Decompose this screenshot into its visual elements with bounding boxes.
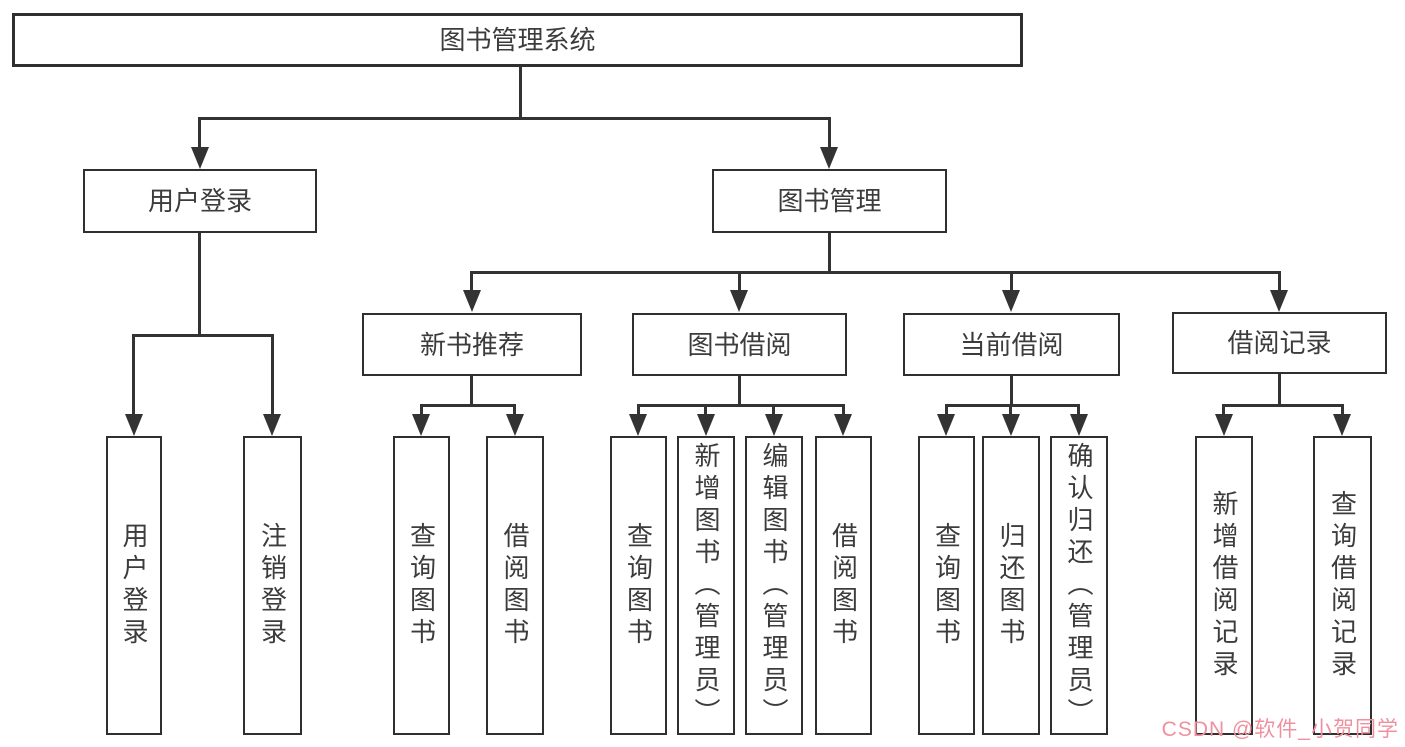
node-label: 新书推荐 bbox=[419, 329, 524, 360]
connector-line bbox=[945, 404, 1080, 407]
node-borrow-record: 借阅记录 bbox=[1172, 312, 1387, 374]
leaf-query-borrow-record: 查询借阅记录 bbox=[1313, 436, 1372, 735]
watermark: CSDN @软件_小贺同学 bbox=[1161, 718, 1399, 741]
connector-line bbox=[945, 406, 948, 418]
connector-line bbox=[772, 406, 775, 418]
node-label: 新增图书（管理员） bbox=[691, 441, 721, 730]
arrow-down-icon bbox=[506, 414, 524, 436]
connector-line bbox=[198, 117, 831, 120]
leaf-user-login: 用户登录 bbox=[106, 436, 162, 735]
node-label: 注销登录 bbox=[257, 521, 288, 650]
leaf-edit-book-admin: 编辑图书（管理员） bbox=[745, 436, 803, 735]
node-label: 编辑图书（管理员） bbox=[759, 441, 789, 730]
connector-line bbox=[513, 406, 516, 418]
node-label: 归还图书 bbox=[996, 521, 1026, 650]
connector-line bbox=[198, 119, 201, 151]
connector-line bbox=[271, 335, 274, 418]
node-label: 借阅图书 bbox=[828, 521, 859, 650]
arrow-down-icon bbox=[1270, 290, 1288, 312]
node-label: 新增借阅记录 bbox=[1209, 489, 1239, 682]
arrow-down-icon bbox=[629, 414, 647, 436]
leaf-borrow-book: 借阅图书 bbox=[815, 436, 872, 735]
connector-line bbox=[1222, 406, 1225, 418]
node-label: 图书管理系统 bbox=[439, 25, 596, 55]
connector-line bbox=[1077, 406, 1080, 418]
node-label: 借阅记录 bbox=[1227, 328, 1332, 358]
connector-line bbox=[420, 404, 516, 407]
arrow-down-icon bbox=[125, 414, 143, 436]
connector-line bbox=[132, 334, 274, 337]
connector-line bbox=[828, 233, 831, 273]
node-root: 图书管理系统 bbox=[12, 13, 1023, 67]
connector-line bbox=[470, 271, 1281, 274]
connector-line bbox=[132, 335, 135, 418]
connector-line bbox=[470, 273, 473, 295]
connector-line bbox=[519, 67, 522, 119]
connector-line bbox=[828, 119, 831, 151]
node-label: 查询图书 bbox=[623, 521, 654, 650]
arrow-down-icon bbox=[1333, 414, 1351, 436]
arrow-down-icon bbox=[730, 290, 748, 312]
node-label: 图书管理 bbox=[777, 186, 882, 216]
node-label: 当前借阅 bbox=[959, 329, 1064, 360]
node-book-management: 图书管理 bbox=[712, 169, 947, 233]
leaf-add-book-admin: 新增图书（管理员） bbox=[677, 436, 735, 735]
connector-line bbox=[637, 406, 640, 418]
connector-line bbox=[637, 404, 845, 407]
node-label: 查询借阅记录 bbox=[1327, 489, 1358, 682]
node-label: 用户登录 bbox=[119, 521, 149, 650]
node-label: 查询图书 bbox=[406, 521, 437, 650]
arrow-down-icon bbox=[765, 414, 783, 436]
connector-line bbox=[1341, 406, 1344, 418]
connector-line bbox=[1278, 374, 1281, 406]
leaf-logout: 注销登录 bbox=[243, 436, 302, 735]
arrow-down-icon bbox=[937, 414, 955, 436]
node-user-login: 用户登录 bbox=[83, 169, 317, 233]
node-label: 借阅图书 bbox=[500, 521, 530, 650]
arrow-down-icon bbox=[1002, 414, 1020, 436]
node-label: 图书借阅 bbox=[687, 329, 792, 360]
arrow-down-icon bbox=[191, 147, 209, 169]
arrow-down-icon bbox=[697, 414, 715, 436]
node-label: 确认归还（管理员） bbox=[1064, 441, 1094, 730]
arrow-down-icon bbox=[1070, 414, 1088, 436]
node-book-borrow: 图书借阅 bbox=[632, 313, 847, 376]
node-new-book-recommend: 新书推荐 bbox=[362, 313, 582, 376]
leaf-confirm-return-admin: 确认归还（管理员） bbox=[1050, 436, 1108, 735]
connector-line bbox=[1010, 273, 1013, 295]
arrow-down-icon bbox=[1215, 414, 1233, 436]
arrow-down-icon bbox=[820, 147, 838, 169]
leaf-add-borrow-record: 新增借阅记录 bbox=[1195, 436, 1253, 735]
connector-line bbox=[704, 406, 707, 418]
connector-line bbox=[1009, 406, 1012, 418]
connector-line bbox=[420, 406, 423, 418]
leaf-current-query-book: 查询图书 bbox=[918, 436, 975, 735]
connector-line bbox=[842, 406, 845, 418]
node-label: 用户登录 bbox=[147, 186, 252, 216]
connector-line bbox=[470, 376, 473, 406]
leaf-return-book: 归还图书 bbox=[982, 436, 1040, 735]
leaf-recommend-borrow-book: 借阅图书 bbox=[486, 436, 544, 735]
node-label: 查询图书 bbox=[931, 521, 962, 650]
arrow-down-icon bbox=[463, 290, 481, 312]
connector-line bbox=[1010, 376, 1013, 406]
connector-line bbox=[1278, 273, 1281, 295]
connector-line bbox=[1222, 404, 1344, 407]
leaf-recommend-query-book: 查询图书 bbox=[393, 436, 450, 735]
leaf-borrow-query-book: 查询图书 bbox=[610, 436, 667, 735]
connector-line bbox=[738, 273, 741, 295]
arrow-down-icon bbox=[263, 414, 281, 436]
arrow-down-icon bbox=[412, 414, 430, 436]
arrow-down-icon bbox=[1002, 290, 1020, 312]
connector-line bbox=[198, 233, 201, 335]
node-current-borrow: 当前借阅 bbox=[903, 313, 1120, 376]
arrow-down-icon bbox=[834, 414, 852, 436]
connector-line bbox=[738, 376, 741, 406]
